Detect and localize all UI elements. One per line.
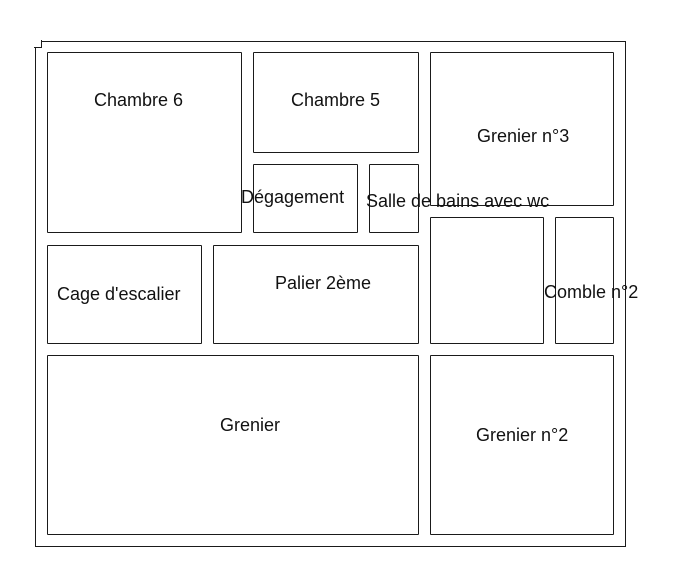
room-cage-escalier bbox=[47, 245, 202, 344]
label-grenier-2: Grenier n°2 bbox=[476, 425, 569, 445]
room-grenier bbox=[47, 355, 419, 535]
label-palier: Palier 2ème bbox=[275, 273, 372, 293]
room-chambre-5 bbox=[253, 52, 419, 153]
room-salle-de-bains bbox=[369, 164, 419, 233]
room-grenier-2 bbox=[430, 355, 614, 535]
room-unlabeled bbox=[430, 217, 544, 344]
label-chambre-6: Chambre 6 bbox=[94, 90, 184, 110]
room-chambre-6 bbox=[47, 52, 242, 233]
outer-wall bbox=[35, 41, 626, 547]
label-degagement: Dégagement bbox=[241, 187, 345, 207]
label-grenier-3: Grenier n°3 bbox=[477, 126, 570, 146]
label-grenier: Grenier bbox=[220, 415, 281, 435]
label-cage-escalier: Cage d'escalier bbox=[57, 284, 181, 304]
room-degagement bbox=[253, 164, 358, 233]
label-chambre-5: Chambre 5 bbox=[291, 90, 381, 110]
label-comble-2: Comble n°2 bbox=[544, 282, 639, 302]
room-grenier-3 bbox=[430, 52, 614, 206]
wall-notch bbox=[34, 40, 42, 48]
label-salle-de-bains: Salle de bains avec wc bbox=[366, 191, 550, 211]
room-palier bbox=[213, 245, 419, 344]
room-comble-2 bbox=[555, 217, 614, 344]
